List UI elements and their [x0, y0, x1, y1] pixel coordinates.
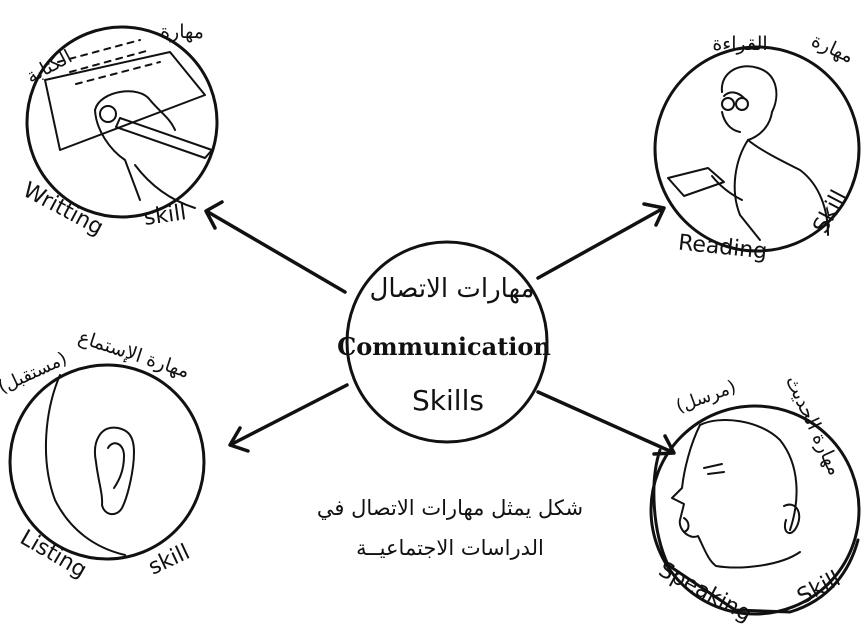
- speaking-arabic-label: مهارة الحديث: [781, 372, 846, 478]
- arrow-to-writing: [204, 200, 347, 294]
- arrow-to-listening: [228, 383, 349, 453]
- reading-person-icon: [667, 65, 829, 241]
- reading-skill-label: Skill: [809, 186, 852, 238]
- reading-node: مهارة القراءة Reading Skill: [653, 29, 861, 265]
- writing-node: مهارة الكتابة Writting skill: [19, 21, 219, 241]
- listening-arabic-label: مهارة الإستماع: [75, 326, 192, 383]
- writing-skill-label: skill: [142, 200, 188, 231]
- listening-english-label: Listing: [16, 525, 91, 583]
- diagram-caption: شكل يمثل مهارات الاتصال في الدراسات الاج…: [317, 496, 583, 560]
- listening-node: مهارة الإستماع (مستقبل) Listing skill: [0, 326, 206, 583]
- ear-icon: [44, 374, 135, 556]
- speaking-face-icon: [671, 419, 801, 569]
- reading-arabic-sublabel: القراءة: [712, 33, 767, 55]
- writing-arabic-label: مهارة: [160, 21, 204, 43]
- arrow-to-reading: [536, 202, 666, 280]
- speaking-circle-emphasis: [652, 448, 860, 614]
- speaking-circle: [649, 404, 861, 616]
- writing-hand-icon: [44, 39, 213, 209]
- reading-circle: [653, 45, 861, 253]
- writing-english-label: Writting: [19, 178, 108, 241]
- center-english-sublabel: Skills: [412, 384, 484, 417]
- listening-skill-label: skill: [145, 540, 194, 581]
- listening-arabic-sublabel: (مستقبل): [0, 348, 70, 398]
- center-arabic-label: مهارات الاتصال: [369, 274, 534, 304]
- writing-arabic-sublabel: الكتابة: [23, 46, 76, 88]
- center-circle: [345, 240, 549, 444]
- speaking-arabic-sublabel: (مرسل): [673, 376, 739, 417]
- writing-circle: [25, 25, 219, 219]
- reading-english-label: Reading: [677, 230, 768, 264]
- caption-line-2: الدراسات الاجتماعيــة: [356, 536, 544, 560]
- listening-circle: [8, 363, 206, 561]
- arrow-to-speaking: [536, 390, 676, 456]
- caption-line-1: شكل يمثل مهارات الاتصال في: [317, 496, 583, 520]
- center-english-label: Communication: [337, 332, 551, 361]
- reading-arabic-label: مهارة: [808, 29, 857, 67]
- speaking-node: مهارة الحديث (مرسل) Speaking Skill: [649, 372, 861, 627]
- center-node: مهارات الاتصال Communication Skills: [337, 240, 551, 444]
